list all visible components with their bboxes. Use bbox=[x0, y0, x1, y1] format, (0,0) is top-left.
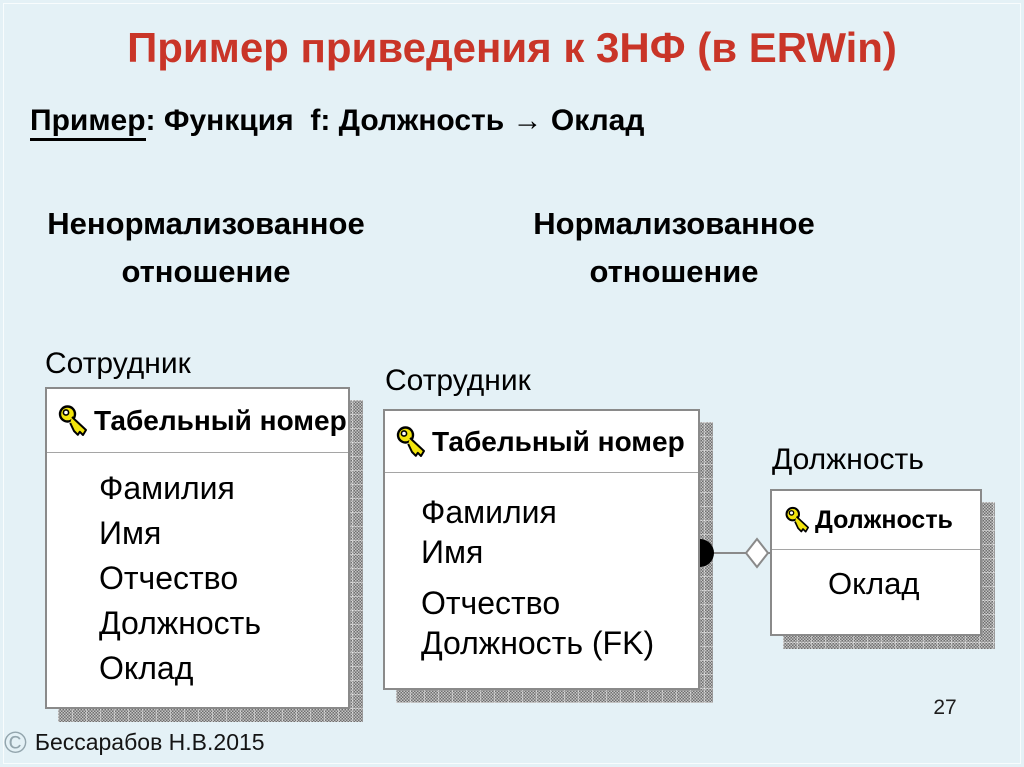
subtitle: Пример: Функция f: Должность → Оклад bbox=[30, 104, 645, 141]
key-attribute: Табельный номер bbox=[94, 404, 347, 436]
key-icon bbox=[784, 505, 814, 535]
slide-title: Пример приведения к 3НФ (в ERWin) bbox=[127, 24, 897, 71]
entity-label-normalized-employee: Сотрудник bbox=[385, 364, 531, 397]
key-shaft bbox=[69, 415, 87, 436]
optional-diamond bbox=[744, 537, 770, 569]
attribute: Отчество bbox=[99, 560, 239, 596]
copyright: © Бессарабов Н.В.2015 bbox=[4, 727, 265, 758]
subtitle-rest: : Функция f: Должность → Оклад bbox=[145, 104, 645, 137]
entity-box-position: Должность Оклад bbox=[770, 489, 982, 636]
attribute: Имя bbox=[99, 515, 162, 551]
header-unnormalized-line2: отношение bbox=[121, 254, 291, 289]
key-attribute-row: Должность bbox=[772, 491, 980, 550]
header-unnormalized: Ненормализованное отношение bbox=[20, 200, 392, 296]
header-normalized: Нормализованное отношение bbox=[498, 200, 850, 296]
header-normalized-line1: Нормализованное bbox=[533, 206, 815, 241]
page-number: 27 bbox=[933, 696, 957, 719]
attribute: Оклад bbox=[99, 650, 194, 686]
key-shaft bbox=[407, 436, 425, 457]
key-attribute-row: Табельный номер bbox=[385, 411, 698, 473]
key-attribute: Табельный номер bbox=[432, 425, 685, 457]
attribute-list: Оклад bbox=[772, 550, 980, 604]
entity-box-unnormalized-employee: Табельный номер Фамилия Имя Отчество Дол… bbox=[45, 387, 350, 709]
key-icon bbox=[57, 403, 93, 439]
key-shaft bbox=[794, 516, 809, 533]
copyright-symbol: © bbox=[4, 725, 27, 760]
key-attribute-row: Табельный номер bbox=[47, 389, 348, 453]
entity-box-normalized-employee: Табельный номер Фамилия Имя Отчество Дол… bbox=[383, 409, 700, 690]
attribute: Должность bbox=[99, 605, 261, 641]
header-normalized-line2: отношение bbox=[589, 254, 759, 289]
attribute-list: Фамилия Имя Отчество Должность Оклад bbox=[47, 453, 348, 691]
entity-label-unnormalized-employee: Сотрудник bbox=[45, 347, 191, 380]
key-hole bbox=[400, 429, 408, 437]
attribute: Оклад bbox=[828, 566, 920, 601]
attribute: Должность (FK) bbox=[421, 625, 655, 661]
key-hole bbox=[62, 408, 70, 416]
one-to-many-connector bbox=[700, 537, 770, 569]
key-hole bbox=[788, 510, 795, 516]
copyright-text: Бессарабов Н.В.2015 bbox=[34, 729, 265, 755]
key-attribute: Должность bbox=[815, 505, 953, 534]
attribute-list: Фамилия Имя Отчество Должность (FK) bbox=[385, 473, 698, 663]
entity-label-position: Должность bbox=[772, 443, 924, 476]
attribute: Фамилия bbox=[421, 494, 557, 530]
attribute: Фамилия bbox=[99, 470, 235, 506]
key-icon bbox=[395, 424, 431, 460]
attribute: Отчество bbox=[421, 585, 561, 621]
many-end-dot bbox=[700, 539, 714, 567]
attribute: Имя bbox=[421, 534, 484, 570]
header-unnormalized-line1: Ненормализованное bbox=[47, 206, 365, 241]
subtitle-lead: Пример bbox=[30, 104, 146, 141]
